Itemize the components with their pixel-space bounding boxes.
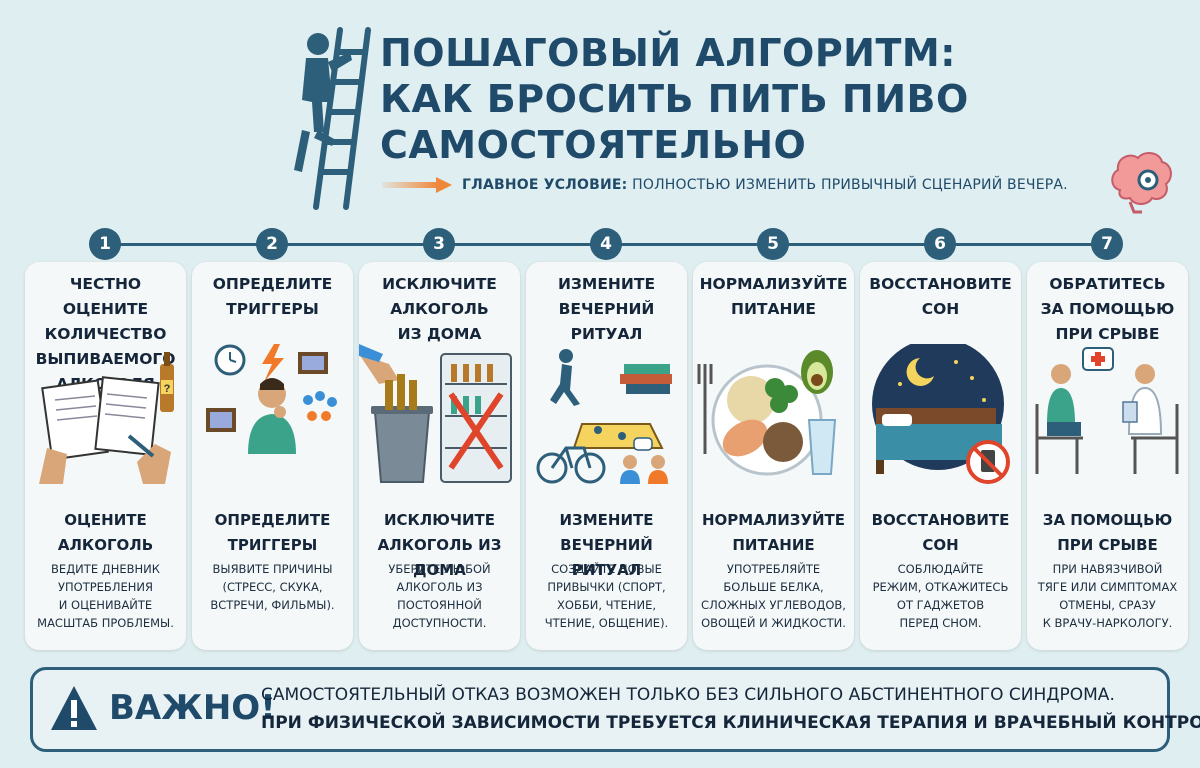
important-line-2: ПРИ ФИЗИЧЕСКОЙ ЗАВИСИМОСТИ ТРЕБУЕТСЯ КЛИ… — [261, 713, 1200, 733]
condition-body: ПОЛНОСТЬЮ ИЗМЕНИТЬ ПРИВЫЧНЫЙ СЦЕНАРИЙ ВЕ… — [627, 177, 1068, 193]
trash-fridge-icon — [359, 344, 512, 483]
healthy-plate-icon — [697, 350, 837, 476]
step-number-4: 4 — [590, 228, 622, 260]
step-title: ВОССТАНОВИТЕ СОН — [869, 275, 1012, 318]
important-notice: ВАЖНО! САМОСТОЯТЕЛЬНЫЙ ОТКАЗ ВОЗМОЖЕН ТО… — [30, 667, 1200, 752]
hobbies-icon — [536, 349, 672, 484]
doctor-consultation-icon — [1035, 347, 1179, 474]
step-number-2: 2 — [256, 228, 288, 260]
step-title: НОРМАЛИЗУЙТЕ ПИТАНИЕ — [699, 275, 848, 318]
step-card-1: ЧЕСТНО ОЦЕНИТЕ КОЛИЧЕСТВО ВЫПИВАЕМОГО АЛ… — [25, 262, 186, 650]
brain-gear-icon — [1111, 152, 1172, 214]
title-line-1: ПОШАГОВЫЙ АЛГОРИТМ: — [380, 31, 956, 75]
title-line-2: КАК БРОСИТЬ ПИТЬ ПИВО — [380, 77, 969, 121]
arrow-right-icon — [382, 177, 452, 193]
step-card-7: ОБРАТИТЕСЬ ЗА ПОМОЩЬЮ ПРИ СРЫВЕ ЗА ПОМОЩ… — [1027, 262, 1188, 650]
person-climbing-ladder-icon — [294, 27, 371, 210]
step-card-5: НОРМАЛИЗУЙТЕ ПИТАНИЕ НОРМАЛИЗУЙТЕ ПИТАНИ… — [693, 262, 854, 650]
step-subtitle: ОПРЕДЕЛИТЕ ТРИГГЕРЫ — [214, 511, 331, 554]
condition-label: ГЛАВНОЕ УСЛОВИЕ: — [462, 177, 628, 193]
diary-beer-icon: ? — [39, 352, 174, 484]
step-subtitle: ОЦЕНИТЕ АЛКОГОЛЬ — [57, 511, 154, 554]
bed-night-icon — [872, 344, 1010, 484]
step-title: ИСКЛЮЧИТЕ АЛКОГОЛЬ ИЗ ДОМА — [382, 275, 497, 343]
step-card-4: ИЗМЕНИТЕ ВЕЧЕРНИЙ РИТУАЛ ИЗМЕНИТЕ ВЕЧЕРН… — [526, 262, 687, 650]
step-number-3: 3 — [423, 228, 455, 260]
step-subtitle: ИЗМЕНИТЕ ВЕЧЕРНИЙ РИТУАЛ — [559, 511, 654, 579]
step-description: УПОТРЕБЛЯЙТЕ БОЛЬШЕ БЕЛКА, СЛОЖНЫХ УГЛЕВ… — [701, 562, 846, 630]
important-line-1: САМОСТОЯТЕЛЬНЫЙ ОТКАЗ ВОЗМОЖЕН ТОЛЬКО БЕ… — [261, 685, 1115, 705]
step-subtitle: ИСКЛЮЧИТЕ АЛКОГОЛЬ ИЗ ДОМА — [377, 511, 502, 579]
step-description: СОЗДАЙТЕ НОВЫЕ ПРИВЫЧКИ (СПОРТ, ХОББИ, Ч… — [544, 562, 669, 630]
step-number-5: 5 — [757, 228, 789, 260]
title-line-3: САМОСТОЯТЕЛЬНО — [380, 123, 807, 167]
step-description: СОБЛЮДАЙТЕ РЕЖИМ, ОТКАЖИТЕСЬ ОТ ГАДЖЕТОВ… — [872, 562, 1009, 630]
step-description: ПРИ НАВЯЗЧИВОЙ ТЯГЕ ИЛИ СИМПТОМАХ ОТМЕНЫ… — [1037, 562, 1178, 630]
main-condition: ГЛАВНОЕ УСЛОВИЕ: ПОЛНОСТЬЮ ИЗМЕНИТЬ ПРИВ… — [382, 176, 1068, 194]
thinking-person-triggers-icon — [206, 344, 337, 454]
step-title: ИЗМЕНИТЕ ВЕЧЕРНИЙ РИТУАЛ — [557, 275, 656, 343]
step-number-7: 7 — [1091, 228, 1123, 260]
condition-text: ГЛАВНОЕ УСЛОВИЕ: ПОЛНОСТЬЮ ИЗМЕНИТЬ ПРИВ… — [462, 177, 1068, 193]
warning-triangle-icon — [51, 686, 97, 730]
step-subtitle: ВОССТАНОВИТЕ СОН — [871, 511, 1010, 554]
page-title: ПОШАГОВЫЙ АЛГОРИТМ: КАК БРОСИТЬ ПИТЬ ПИВ… — [380, 30, 1160, 168]
step-subtitle: ЗА ПОМОЩЬЮ ПРИ СРЫВЕ — [1042, 511, 1173, 554]
step-card-3: ИСКЛЮЧИТЕ АЛКОГОЛЬ ИЗ ДОМА ИСКЛЮЧИТЕ АЛК… — [359, 262, 520, 650]
step-title: ОБРАТИТЕСЬ ЗА ПОМОЩЬЮ ПРИ СРЫВЕ — [1040, 275, 1175, 343]
step-title: ОПРЕДЕЛИТЕ ТРИГГЕРЫ — [212, 275, 333, 318]
svg-text:?: ? — [164, 383, 171, 395]
step-description: УБЕРИТЕ ЛЮБОЙ АЛКОГОЛЬ ИЗ ПОСТОЯННОЙ ДОС… — [388, 562, 491, 630]
step-description: ВЕДИТЕ ДНЕВНИК УПОТРЕБЛЕНИЯ И ОЦЕНИВАЙТЕ… — [37, 562, 174, 630]
step-card-2: ОПРЕДЕЛИТЕ ТРИГГЕРЫ ОПРЕДЕЛИТЕ ТРИГГЕРЫ … — [192, 262, 353, 650]
step-description: ВЫЯВИТЕ ПРИЧИНЫ (СТРЕСС, СКУКА, ВСТРЕЧИ,… — [210, 562, 335, 612]
step-number-6: 6 — [924, 228, 956, 260]
important-label: ВАЖНО! — [109, 688, 276, 728]
step-card-6: ВОССТАНОВИТЕ СОН ВОССТАНОВИТЕ СОН СОБЛЮД… — [860, 262, 1021, 650]
step-number-1: 1 — [89, 228, 121, 260]
step-subtitle: НОРМАЛИЗУЙТЕ ПИТАНИЕ — [701, 511, 846, 554]
